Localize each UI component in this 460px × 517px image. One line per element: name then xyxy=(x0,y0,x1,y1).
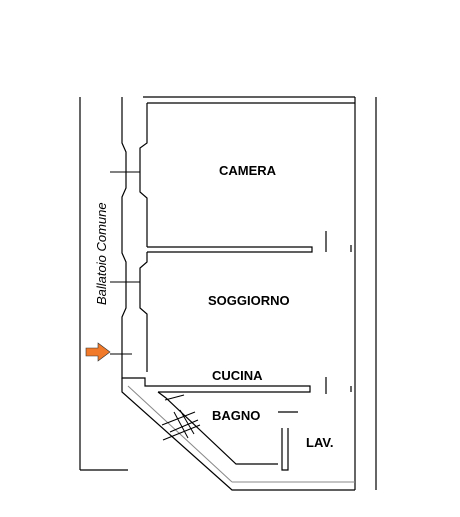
room-label-cucina: CUCINA xyxy=(212,368,263,383)
room-label-bagno: BAGNO xyxy=(212,408,260,423)
camera-soggiorno-wall xyxy=(147,231,352,253)
cucina-bagno-wall xyxy=(158,377,352,394)
bagno-lav-partition xyxy=(278,411,298,471)
stair-detail xyxy=(161,394,201,441)
diagonal-wall xyxy=(121,378,355,491)
arrow-right-icon xyxy=(85,342,111,362)
room-label-lavanderia: LAV. xyxy=(306,435,333,450)
room-label-soggiorno: SOGGIORNO xyxy=(208,293,290,308)
corridor-label: Ballatoio Comune xyxy=(94,202,109,305)
top-wall xyxy=(143,96,355,104)
room-label-camera: CAMERA xyxy=(219,163,277,178)
left-wall xyxy=(110,97,158,387)
corridor-walls xyxy=(79,97,377,490)
